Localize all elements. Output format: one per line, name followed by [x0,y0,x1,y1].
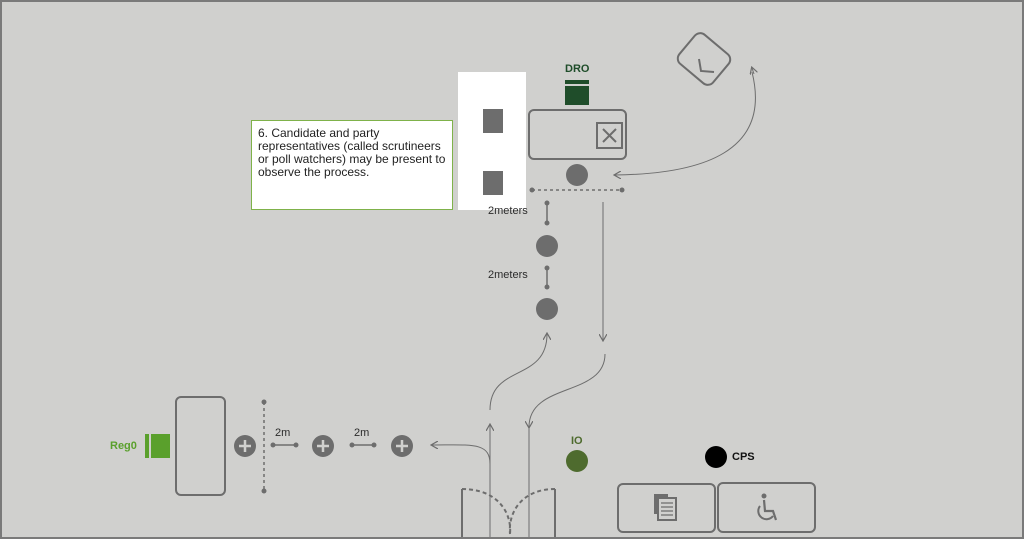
voter-waiting-plus [391,435,413,457]
documents-station [617,483,716,533]
callout-text: 6. Candidate and party representatives (… [258,126,446,179]
exit-flow-arrow [529,353,606,427]
documents-icon [654,494,677,521]
scrutineer-seat [479,109,503,133]
tablet-return-arrow [615,71,756,175]
cps-officer [705,446,727,468]
distance-line [261,399,267,494]
distance-marker [349,442,377,448]
cps-label: CPS [732,451,755,463]
callout-box: 6. Candidate and party representatives (… [251,120,453,210]
scrutineer-seat [479,171,503,195]
voter-waiting [536,235,558,257]
io-officer [566,450,588,472]
io-label: IO [571,435,583,447]
entry-flow-arrow [489,334,547,411]
distance-marker [544,200,550,226]
accessible-station [717,482,816,533]
registration-table [175,396,226,496]
reg-marker [145,434,170,458]
voter-waiting [536,298,558,320]
distance-marker [544,265,550,290]
entry-flow-arrow [432,445,491,465]
tablet-icon [676,32,732,86]
entrance-doors [461,488,556,537]
wheelchair-icon [757,493,778,521]
distance-marker [270,442,299,448]
voter-at-dro [566,164,588,186]
distance-label: 2m [354,427,370,439]
reg-label: Reg0 [110,440,137,452]
dro-marker [565,80,589,105]
ballot-box-x-icon [596,122,623,149]
distance-label: 2meters [488,205,528,217]
voter-waiting-plus [234,435,256,457]
distance-label: 2m [275,427,291,439]
dro-table [528,109,627,160]
distance-label: 2meters [488,269,528,281]
voter-waiting-plus [312,435,334,457]
dro-label: DRO [565,63,590,75]
